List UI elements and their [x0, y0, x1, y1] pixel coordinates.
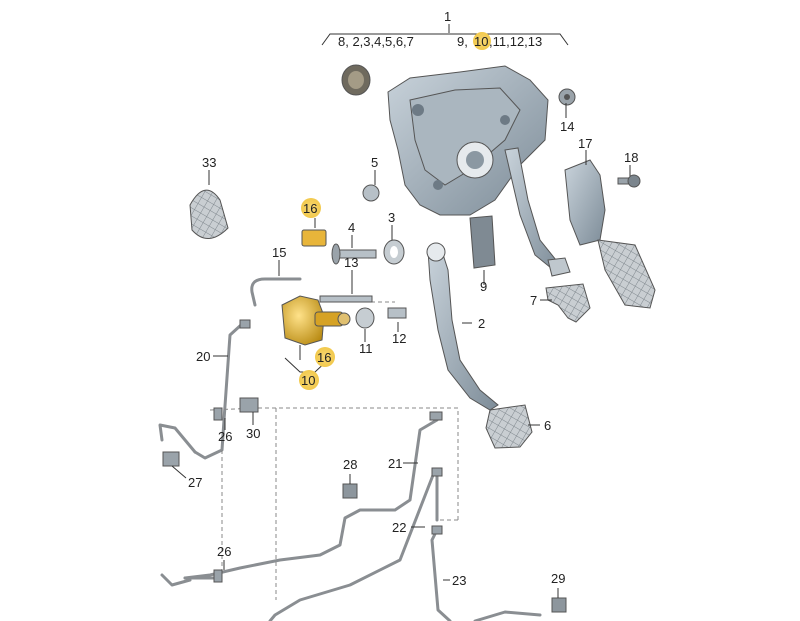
callout-4: 4: [348, 220, 355, 235]
callout-5: 5: [371, 155, 378, 170]
callout-2: 2: [478, 316, 485, 331]
callout-33: 33: [202, 155, 216, 170]
callout-3: 3: [388, 210, 395, 225]
callout-1-left-list: 8, 2,3,4,5,6,7: [338, 34, 414, 49]
pedal-bracket-assembly: [387, 65, 656, 449]
highlight-marker: [315, 347, 335, 367]
callout-1-right-highlight: 10: [474, 34, 488, 49]
hydraulic-lines: [158, 277, 542, 621]
callout-13: 13: [344, 255, 358, 270]
leader-lines: [171, 103, 631, 598]
callout-17: 17: [578, 136, 592, 151]
callout-22: 22: [392, 520, 406, 535]
callout-1-right-list-a: 9,: [457, 34, 468, 49]
callout-20: 20: [196, 349, 210, 364]
callout-12: 12: [392, 331, 406, 346]
callout-29: 29: [551, 571, 565, 586]
callout-27: 27: [188, 475, 202, 490]
assembly-guides: [209, 301, 459, 600]
callout-15: 15: [272, 245, 286, 260]
callout-7: 7: [530, 293, 537, 308]
highlight-marker: [299, 370, 319, 390]
callout-26-upper: 26: [218, 429, 232, 444]
callouts: 14 33 5 3 4 13 15 17 18 9 7 2 6 11 12 20…: [188, 119, 638, 588]
callout-1: 1: [444, 9, 451, 24]
callout-10: 10: [301, 373, 315, 388]
callout-23: 23: [452, 573, 466, 588]
callout-1-right-list-b: ,11,12,13: [489, 34, 542, 49]
callout-21: 21: [388, 456, 402, 471]
callout-28: 28: [343, 457, 357, 472]
highlight-marker: [301, 198, 321, 218]
callout-6: 6: [544, 418, 551, 433]
callout-30: 30: [246, 426, 260, 441]
callout-18: 18: [624, 150, 638, 165]
callout-14: 14: [560, 119, 574, 134]
small-parts: [162, 64, 641, 613]
callout-9: 9: [480, 279, 487, 294]
callout-11: 11: [359, 341, 373, 356]
callout-26-lower: 26: [217, 544, 231, 559]
label-group-1: 1 8, 2,3,4,5,6,7 9, 10 ,11,12,13: [321, 9, 569, 50]
highlight-marker: [473, 32, 491, 50]
callout-16-upper: 16: [303, 201, 317, 216]
callout-16-lower: 16: [317, 350, 331, 365]
